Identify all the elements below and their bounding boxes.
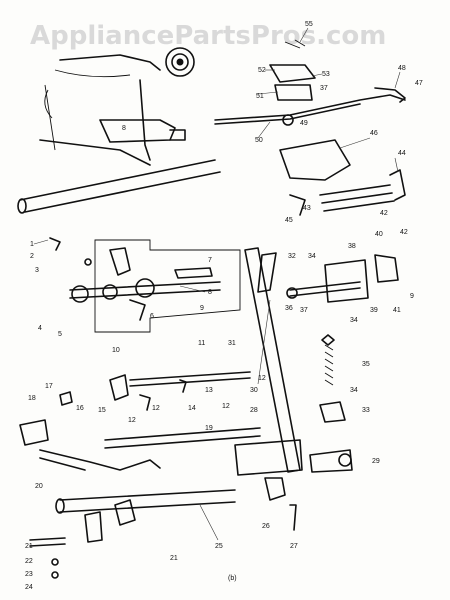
label-33: 33 — [362, 407, 370, 414]
label-53: 53 — [322, 71, 330, 78]
label-10: 10 — [112, 347, 120, 354]
label-12-a: 12 — [152, 405, 160, 412]
label-40: 40 — [375, 231, 383, 238]
label-36: 36 — [285, 305, 293, 312]
label-9-right: 9 — [410, 293, 414, 300]
label-44: 44 — [398, 150, 406, 157]
label-3: 3 — [35, 267, 39, 274]
label-21-a: 21 — [25, 543, 33, 550]
label-13: 13 — [205, 387, 213, 394]
label-22: 22 — [25, 558, 33, 565]
leader-lines — [33, 27, 401, 541]
label-9: 9 — [200, 305, 204, 312]
label-31: 31 — [228, 340, 236, 347]
lower-left-assembly — [19, 371, 261, 579]
label-12-b: 12 — [258, 375, 266, 382]
label-15: 15 — [98, 407, 106, 414]
label-48: 48 — [398, 65, 406, 72]
label-34-b: 34 — [350, 387, 358, 394]
label-52: 52 — [258, 67, 266, 74]
label-34-a: 34 — [350, 317, 358, 324]
label-45: 45 — [285, 217, 293, 224]
top-right-assembly — [214, 39, 406, 216]
label-11: 11 — [198, 340, 205, 347]
label-35: 35 — [362, 361, 370, 368]
label-26: 26 — [262, 523, 270, 530]
label-2: 2 — [30, 253, 34, 260]
label-8: 8 — [208, 289, 212, 296]
label-6: 6 — [150, 313, 154, 320]
label-32: 32 — [288, 253, 296, 260]
label-49: 49 — [300, 120, 308, 127]
label-16: 16 — [76, 405, 84, 412]
label-28: 28 — [250, 407, 258, 414]
label-5: 5 — [58, 331, 62, 338]
label-30: 30 — [250, 387, 258, 394]
label-41: 41 — [393, 307, 401, 314]
label-1: 1 — [30, 241, 34, 248]
footer-mark: (b) — [228, 575, 237, 582]
label-55: 55 — [305, 21, 313, 28]
label-12-d: 12 — [128, 417, 136, 424]
label-23: 23 — [25, 571, 33, 578]
label-42-top: 42 — [380, 210, 388, 217]
label-24: 24 — [25, 584, 33, 591]
label-29: 29 — [372, 458, 380, 465]
label-25: 25 — [215, 543, 223, 550]
label-46: 46 — [370, 130, 378, 137]
label-20: 20 — [35, 483, 43, 490]
label-4: 4 — [38, 325, 42, 332]
top-left-assembly — [17, 47, 221, 214]
label-37-top: 37 — [320, 85, 328, 92]
label-21-b: 21 — [170, 555, 178, 562]
label-39: 39 — [370, 307, 378, 314]
label-7: 7 — [208, 257, 212, 264]
watermark-text: AppliancePartsPros.com — [30, 21, 386, 51]
right-middle-assembly — [234, 247, 399, 531]
label-17: 17 — [45, 383, 53, 390]
label-18: 18 — [28, 395, 36, 402]
label-27: 27 — [290, 543, 298, 550]
label-19: 19 — [205, 425, 213, 432]
label-47: 47 — [415, 80, 423, 87]
label-42-bottom: 42 — [400, 229, 408, 236]
label-14: 14 — [188, 405, 196, 412]
label-51: 51 — [256, 93, 264, 100]
label-8-top: 8 — [122, 125, 126, 132]
middle-left-assembly — [49, 237, 241, 333]
label-37-bottom: 37 — [300, 307, 308, 314]
label-34-c: 34 — [308, 253, 316, 260]
label-50: 50 — [255, 137, 263, 144]
label-43: 43 — [303, 205, 311, 212]
callout-labels: 55 52 53 51 37 49 48 47 50 46 44 42 43 4… — [25, 21, 423, 591]
label-12-c: 12 — [222, 403, 230, 410]
label-38: 38 — [348, 243, 356, 250]
